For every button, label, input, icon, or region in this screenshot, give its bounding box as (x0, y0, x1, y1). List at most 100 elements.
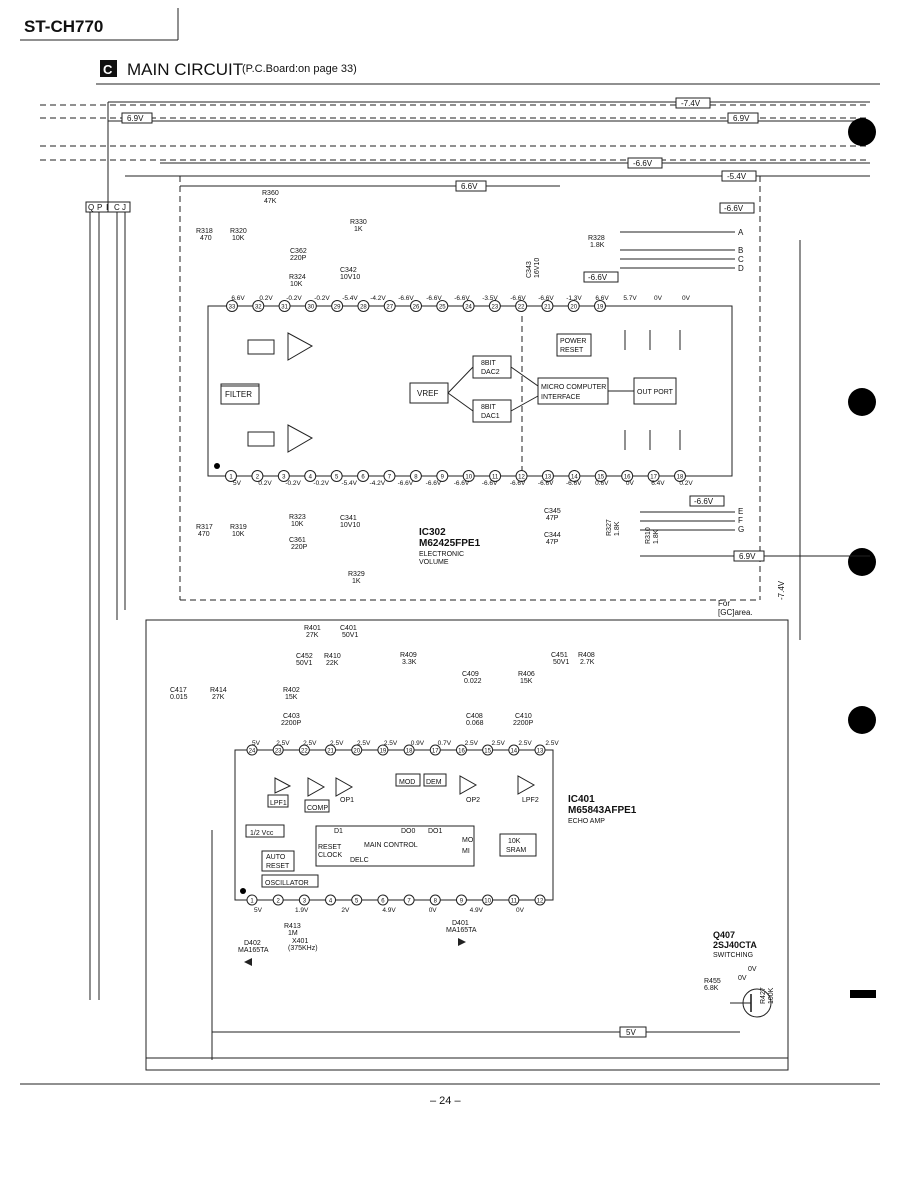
ic302-top-pin-number: 32 (255, 305, 262, 311)
output-g: G (738, 525, 744, 534)
ic302-top-pin-number: 25 (439, 305, 446, 311)
note-for: For (718, 599, 730, 608)
ic302-bottom-pin-7 (383, 470, 396, 482)
ic401-bottom-pin-number: 9 (460, 899, 464, 905)
ic302-top-pin-32 (252, 300, 265, 312)
ic302-top-pin-30 (304, 300, 317, 312)
ic302-top-voltage: -6.6V (538, 295, 554, 302)
block-filter: FILTER (225, 390, 252, 399)
ic302-bottom-pin-number: 17 (650, 475, 657, 481)
ic401-part: M65843AFPE1 (568, 805, 637, 816)
rail-label-5v4: -5.4V (727, 172, 747, 181)
r410-ref: R410 (324, 653, 341, 660)
block-auto-reset-1: AUTO (266, 854, 286, 861)
c343-label: C343 (526, 261, 533, 278)
block-main-control: MAIN CONTROL (364, 842, 418, 849)
ic401-bottom-pin-12 (534, 894, 546, 906)
ic302-top-pin-19 (594, 300, 606, 312)
ic401-top-pin-number: 13 (537, 749, 544, 755)
c403-val: 2200P (281, 720, 302, 727)
ic302-top-pin-number: 31 (281, 305, 288, 311)
connector-pin-q: Q (88, 203, 94, 212)
ic401-top-pin-number: 15 (484, 749, 491, 755)
ic401-bottom-pin-number: 4 (329, 899, 333, 905)
ic302-top-voltage: 5.7V (623, 295, 637, 302)
q407-v-d: 0V (748, 966, 757, 973)
connector-pin-j: J (122, 203, 126, 212)
r318-val: 470 (200, 235, 212, 242)
c452-ref: C452 (296, 653, 313, 660)
ic401-top-voltage: 0.7V (438, 740, 452, 747)
d402-val: MA165TA (238, 947, 269, 954)
ic302-bottom-pin-number: 9 (441, 475, 445, 481)
rail-label-7v4-low: -7.4V (777, 580, 786, 600)
block-auto-reset-2: RESET (266, 863, 290, 870)
block-outport: OUT PORT (637, 389, 674, 396)
section-letter: C (103, 62, 113, 77)
rail-label-5v: 5V (626, 1028, 636, 1037)
top-rails: -7.4V 6.9V 6.9V -6.6V -5.4V 6.6V (40, 97, 870, 192)
connector-pin-p: P (97, 203, 102, 212)
c344-ref: C344 (544, 532, 561, 539)
ic401-top-pin-14 (508, 744, 520, 756)
block-dac2-bits: 8BIT (481, 360, 497, 367)
ic302-bottom-pin-number: 13 (545, 475, 552, 481)
ic302-ref: IC302 (419, 527, 446, 538)
model-label: ST-CH770 (24, 17, 103, 36)
ic302: FILTER VREF 8BIT DAC2 8BIT DAC1 MICRO CO… (179, 176, 761, 601)
d402-symbol (244, 958, 252, 966)
sig-clock: CLOCK (318, 852, 342, 859)
ic401-bottom-pin-6 (377, 894, 389, 906)
ic401-top-pin-20 (351, 744, 363, 756)
r455-ref: R455 (704, 978, 721, 985)
ic401-bottom-voltage: 2V (341, 907, 350, 914)
ic302-bottom-pin-number: 14 (571, 475, 578, 481)
ic302-bottom-pin-16 (621, 470, 634, 482)
ic401-top-pin-21 (325, 744, 337, 756)
r323-ref: R323 (289, 514, 306, 521)
ic401-top-pin-number: 21 (327, 749, 334, 755)
ic302-bottom-pin-number: 4 (309, 475, 313, 481)
r406-ref: R406 (518, 671, 535, 678)
ic401-top-pin-number: 18 (406, 749, 413, 755)
ic302-top-pin-number: 21 (544, 305, 551, 311)
ic401-top-voltage: 0.9V (411, 740, 425, 747)
ic302-top-voltage: 0V (654, 295, 663, 302)
ic302-bottom-pin-number: 16 (624, 475, 631, 481)
ic302-bottom-voltage: -6.6V (538, 480, 554, 487)
ic302-bottom-pin-9 (436, 470, 449, 482)
ic302-top-voltage: 0.2V (259, 295, 273, 302)
ic302-top-pin-31 (278, 300, 291, 312)
r410-val: 22K (326, 660, 339, 667)
ic401-top-pin-number: 20 (353, 749, 360, 755)
rail-label-6v6-c: -6.6V (724, 204, 744, 213)
ic302-bottom-pin-12 (515, 470, 528, 482)
c345-ref: C345 (544, 508, 561, 515)
ic302-bottom-pin-number: 1 (229, 475, 233, 481)
ic401-top-voltage: 2.5V (518, 740, 532, 747)
ic401-bottom-pin-3 (298, 894, 310, 906)
block-mod: MOD (399, 779, 415, 786)
r427-val: 100K (768, 987, 775, 1004)
ic302-top-pin-number: 26 (413, 305, 420, 311)
ic401-bottom-voltage: 0V (516, 907, 525, 914)
q407-ref: Q407 (713, 930, 735, 940)
output-b: B (738, 246, 743, 255)
ic302-bottom-pin-14 (568, 470, 581, 482)
ic302-top-voltage: -5.4V (342, 295, 358, 302)
ic302-bottom-pin-10 (462, 470, 475, 482)
ic302-outputs: A B C D E F G -6.6V -6.6V -6.6V 6.9V -7.… (583, 202, 870, 640)
ic302-bottom-voltage: -6.6V (398, 480, 414, 487)
ic401-bottom-pin-4 (325, 894, 337, 906)
c452-val: 50V1 (296, 660, 312, 667)
ic302-top-voltage: -6.6V (398, 295, 414, 302)
ic302-top-pin-number: 27 (386, 305, 393, 311)
ic302-bottom-pin-6 (357, 470, 370, 482)
ic401-top-voltage: 2.5V (384, 740, 398, 747)
output-e: E (738, 507, 743, 516)
ic302-bottom-voltage: -0.2V (313, 480, 329, 487)
ic401-top-voltage: 2.5V (303, 740, 317, 747)
ic302-bottom-pin-1 (225, 470, 237, 482)
